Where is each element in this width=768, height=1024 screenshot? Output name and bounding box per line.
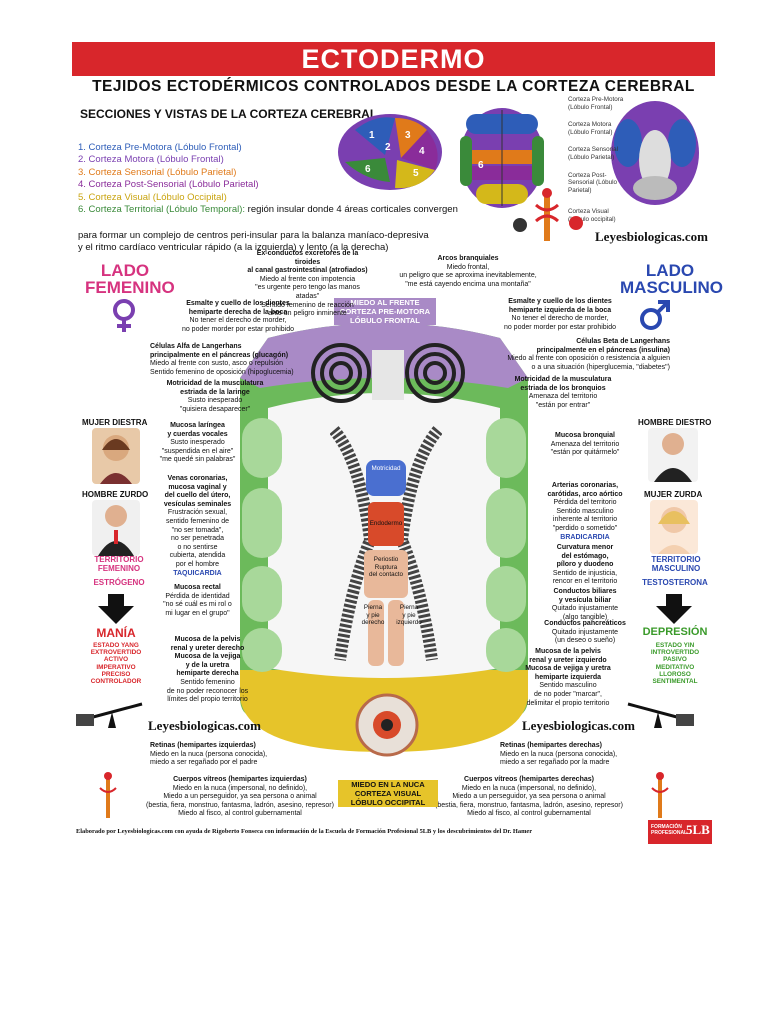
sections-list: 1. Corteza Pre-Motora (Lóbulo Frontal) 2…: [78, 142, 458, 216]
testosterona-label: TESTOSTERONA: [642, 578, 708, 587]
retinas-left-text: Retinas (hemipartes izquierdas)Miedo en …: [150, 742, 268, 767]
brain-bottom-illustration: [611, 101, 699, 205]
female-symbol-icon: [108, 298, 140, 334]
brain-number: 4: [419, 146, 425, 157]
page-subtitle: TEJIDOS ECTODÉRMICOS CONTROLADOS DESDE L…: [92, 78, 695, 95]
scale-left-icon: [72, 690, 152, 730]
brain-number: 2: [385, 142, 391, 153]
brain-number: 1: [369, 130, 375, 141]
hombre-diestro-photo: [648, 428, 698, 482]
sections-title: SECCIONES Y VISTAS DE LA CORTEZA CEREBRA…: [80, 107, 378, 121]
section-item-1: 1. Corteza Pre-Motora (Lóbulo Frontal): [78, 142, 242, 153]
territorio-masculino-label: TERRITORIO MASCULINO: [651, 555, 701, 573]
center-body-illustration: [330, 426, 442, 666]
mania-label: MANÍA: [96, 626, 136, 640]
mujer-diestra-label: MUJER DIESTRA: [82, 418, 148, 427]
sections-description: para formar un complejo de centros peri-…: [78, 230, 429, 254]
center-motricidad-label: Motricidad: [371, 465, 401, 472]
mujer-zurda-photo: [650, 500, 698, 554]
estrogeno-label: ESTRÓGENO: [93, 578, 145, 587]
page-title: ECTODERMO: [72, 42, 715, 76]
territorio-femenino-label: TERRITORIO FEMENINO: [94, 555, 144, 573]
brain-labels: Corteza Pre-Motora (Lóbulo Frontal) Cort…: [568, 96, 624, 223]
brain-number: 3: [405, 130, 411, 141]
eye-illustration: [355, 693, 419, 757]
center-endodermo-label: Endodermo: [369, 520, 403, 527]
arrow-down-icon: [656, 594, 692, 624]
frontal-target-circles: [311, 343, 465, 403]
brand-top: Leyesbiologicas.com: [595, 229, 709, 244]
brain-number: 6: [478, 160, 484, 171]
male-symbol-icon: [638, 298, 672, 332]
brain-side-illustration: 1 2 3 4 5 6: [338, 114, 442, 190]
section-item-3: 3. Corteza Sensorial (Lóbulo Parietal): [78, 166, 237, 178]
hombre-diestro-label: HOMBRE DIESTRO: [638, 418, 712, 427]
right-arterias-text: Arterias coronarias,carótidas, arco aórt…: [547, 482, 623, 541]
brand-bottom-left: Leyesbiologicas.com: [148, 718, 262, 733]
brain-top-illustration: 6: [460, 108, 544, 208]
brain-number: 5: [413, 168, 419, 179]
scale-right-icon: [618, 690, 698, 730]
caduceus-icon: [96, 770, 120, 820]
vitreos-left-text: Cuerpos vítreos (hemipartes izquierdas)M…: [146, 776, 334, 818]
section-item-5: 5. Corteza Visual (Lóbulo Occipital): [78, 191, 227, 203]
brain-number: 6: [365, 164, 371, 175]
retinas-right-text: Retinas (hemipartes derechas)Miedo en la…: [500, 742, 618, 767]
hombre-zurdo-photo: [92, 500, 140, 556]
section-item-6: 6. Corteza Territorial (Lóbulo Temporal)…: [78, 204, 458, 216]
mujer-zurda-label: MUJER ZURDA: [644, 490, 703, 499]
section-item-2: 2. Corteza Motora (Lóbulo Frontal): [78, 154, 224, 166]
depresion-label: DEPRESIÓN: [642, 626, 708, 638]
footer-credits: Elaborado por Leyesbiologicas.com con ay…: [76, 828, 533, 835]
mujer-diestra-photo: [92, 428, 140, 484]
section-item-4: 4. Corteza Post-Sensorial (Lóbulo Pariet…: [78, 179, 259, 191]
arrow-down-icon: [98, 594, 134, 624]
brand-bottom-right: Leyesbiologicas.com: [522, 718, 636, 733]
caduceus-icon: [648, 770, 672, 820]
hombre-zurdo-label: HOMBRE ZURDO: [82, 490, 149, 499]
caduceus-icon: [508, 185, 588, 243]
vitreos-right-text: Cuerpos vítreos (hemipartes derechas)Mie…: [435, 776, 623, 818]
